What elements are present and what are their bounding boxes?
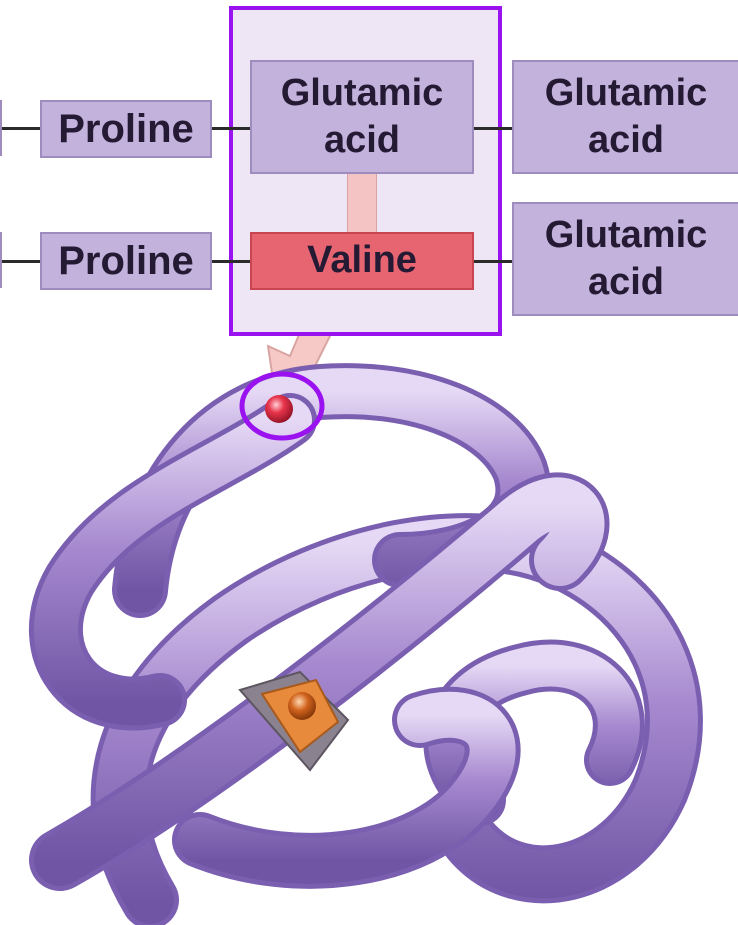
substitution-link: [347, 172, 377, 234]
row1-left-connector: [0, 127, 42, 130]
row2-left-connector: [0, 260, 42, 263]
row2-offscreen-residue: [0, 232, 2, 288]
row2-proline-box: Proline: [40, 232, 212, 290]
mutated-residue-ball: [265, 395, 293, 423]
row2-mid-connector: [210, 260, 252, 263]
row1-right-connector: [472, 127, 514, 130]
row1-center-line2: acid: [324, 117, 400, 165]
row1-mid-connector: [210, 127, 252, 130]
row1-right-line2: acid: [588, 117, 664, 165]
row2-right-connector: [472, 260, 514, 263]
row2-valine-label: Valine: [307, 237, 417, 285]
row2-valine-box: Valine: [250, 232, 474, 290]
row2-right-glutamic-acid-box: Glutamic acid: [512, 202, 738, 316]
row1-glutamic-acid-box: Glutamic acid: [250, 60, 474, 174]
row1-center-line1: Glutamic: [281, 70, 444, 118]
row1-proline-box: Proline: [40, 100, 212, 158]
row2-right-line2: acid: [588, 259, 664, 307]
row1-offscreen-residue: [0, 100, 2, 156]
protein-coil: [56, 391, 674, 900]
row1-right-glutamic-acid-box: Glutamic acid: [512, 60, 738, 174]
row2-right-line1: Glutamic: [545, 212, 708, 260]
row2-proline-label: Proline: [58, 236, 194, 286]
row1-right-line1: Glutamic: [545, 70, 708, 118]
row1-proline-label: Proline: [58, 104, 194, 154]
